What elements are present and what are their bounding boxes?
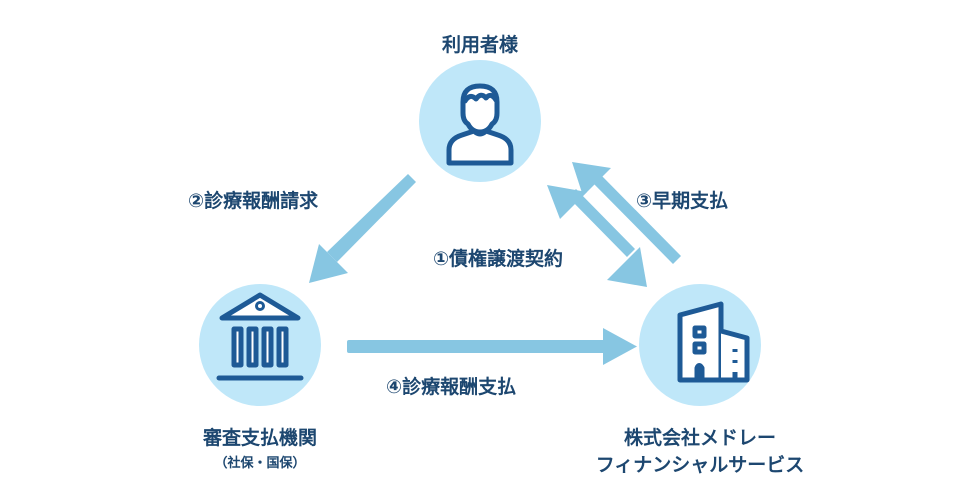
arrow-claim	[309, 174, 416, 283]
flow-label-payment: ④診療報酬支払	[386, 376, 517, 398]
company-node-title-line1: 株式会社メドレー	[623, 427, 776, 449]
bank-building-icon	[216, 292, 304, 381]
company-node-title-line2: フィナンシャルサービス	[595, 454, 805, 476]
agency-node-title: 審査支払機関	[202, 427, 317, 449]
arrow-contract-bidirectional	[547, 185, 647, 287]
arrow-payment	[347, 328, 637, 365]
flow-label-claim: ②診療報酬請求	[188, 190, 319, 212]
flow-label-contract: ①債権譲渡契約	[432, 248, 564, 270]
agency-node-subtitle: （社保・国保）	[214, 456, 306, 471]
arrow-early-payment	[572, 162, 681, 264]
flow-label-early-payment: ③早期支払	[636, 190, 729, 212]
person-icon	[446, 83, 514, 166]
user-node-title: 利用者様	[441, 34, 518, 56]
office-building-icon	[677, 301, 750, 383]
